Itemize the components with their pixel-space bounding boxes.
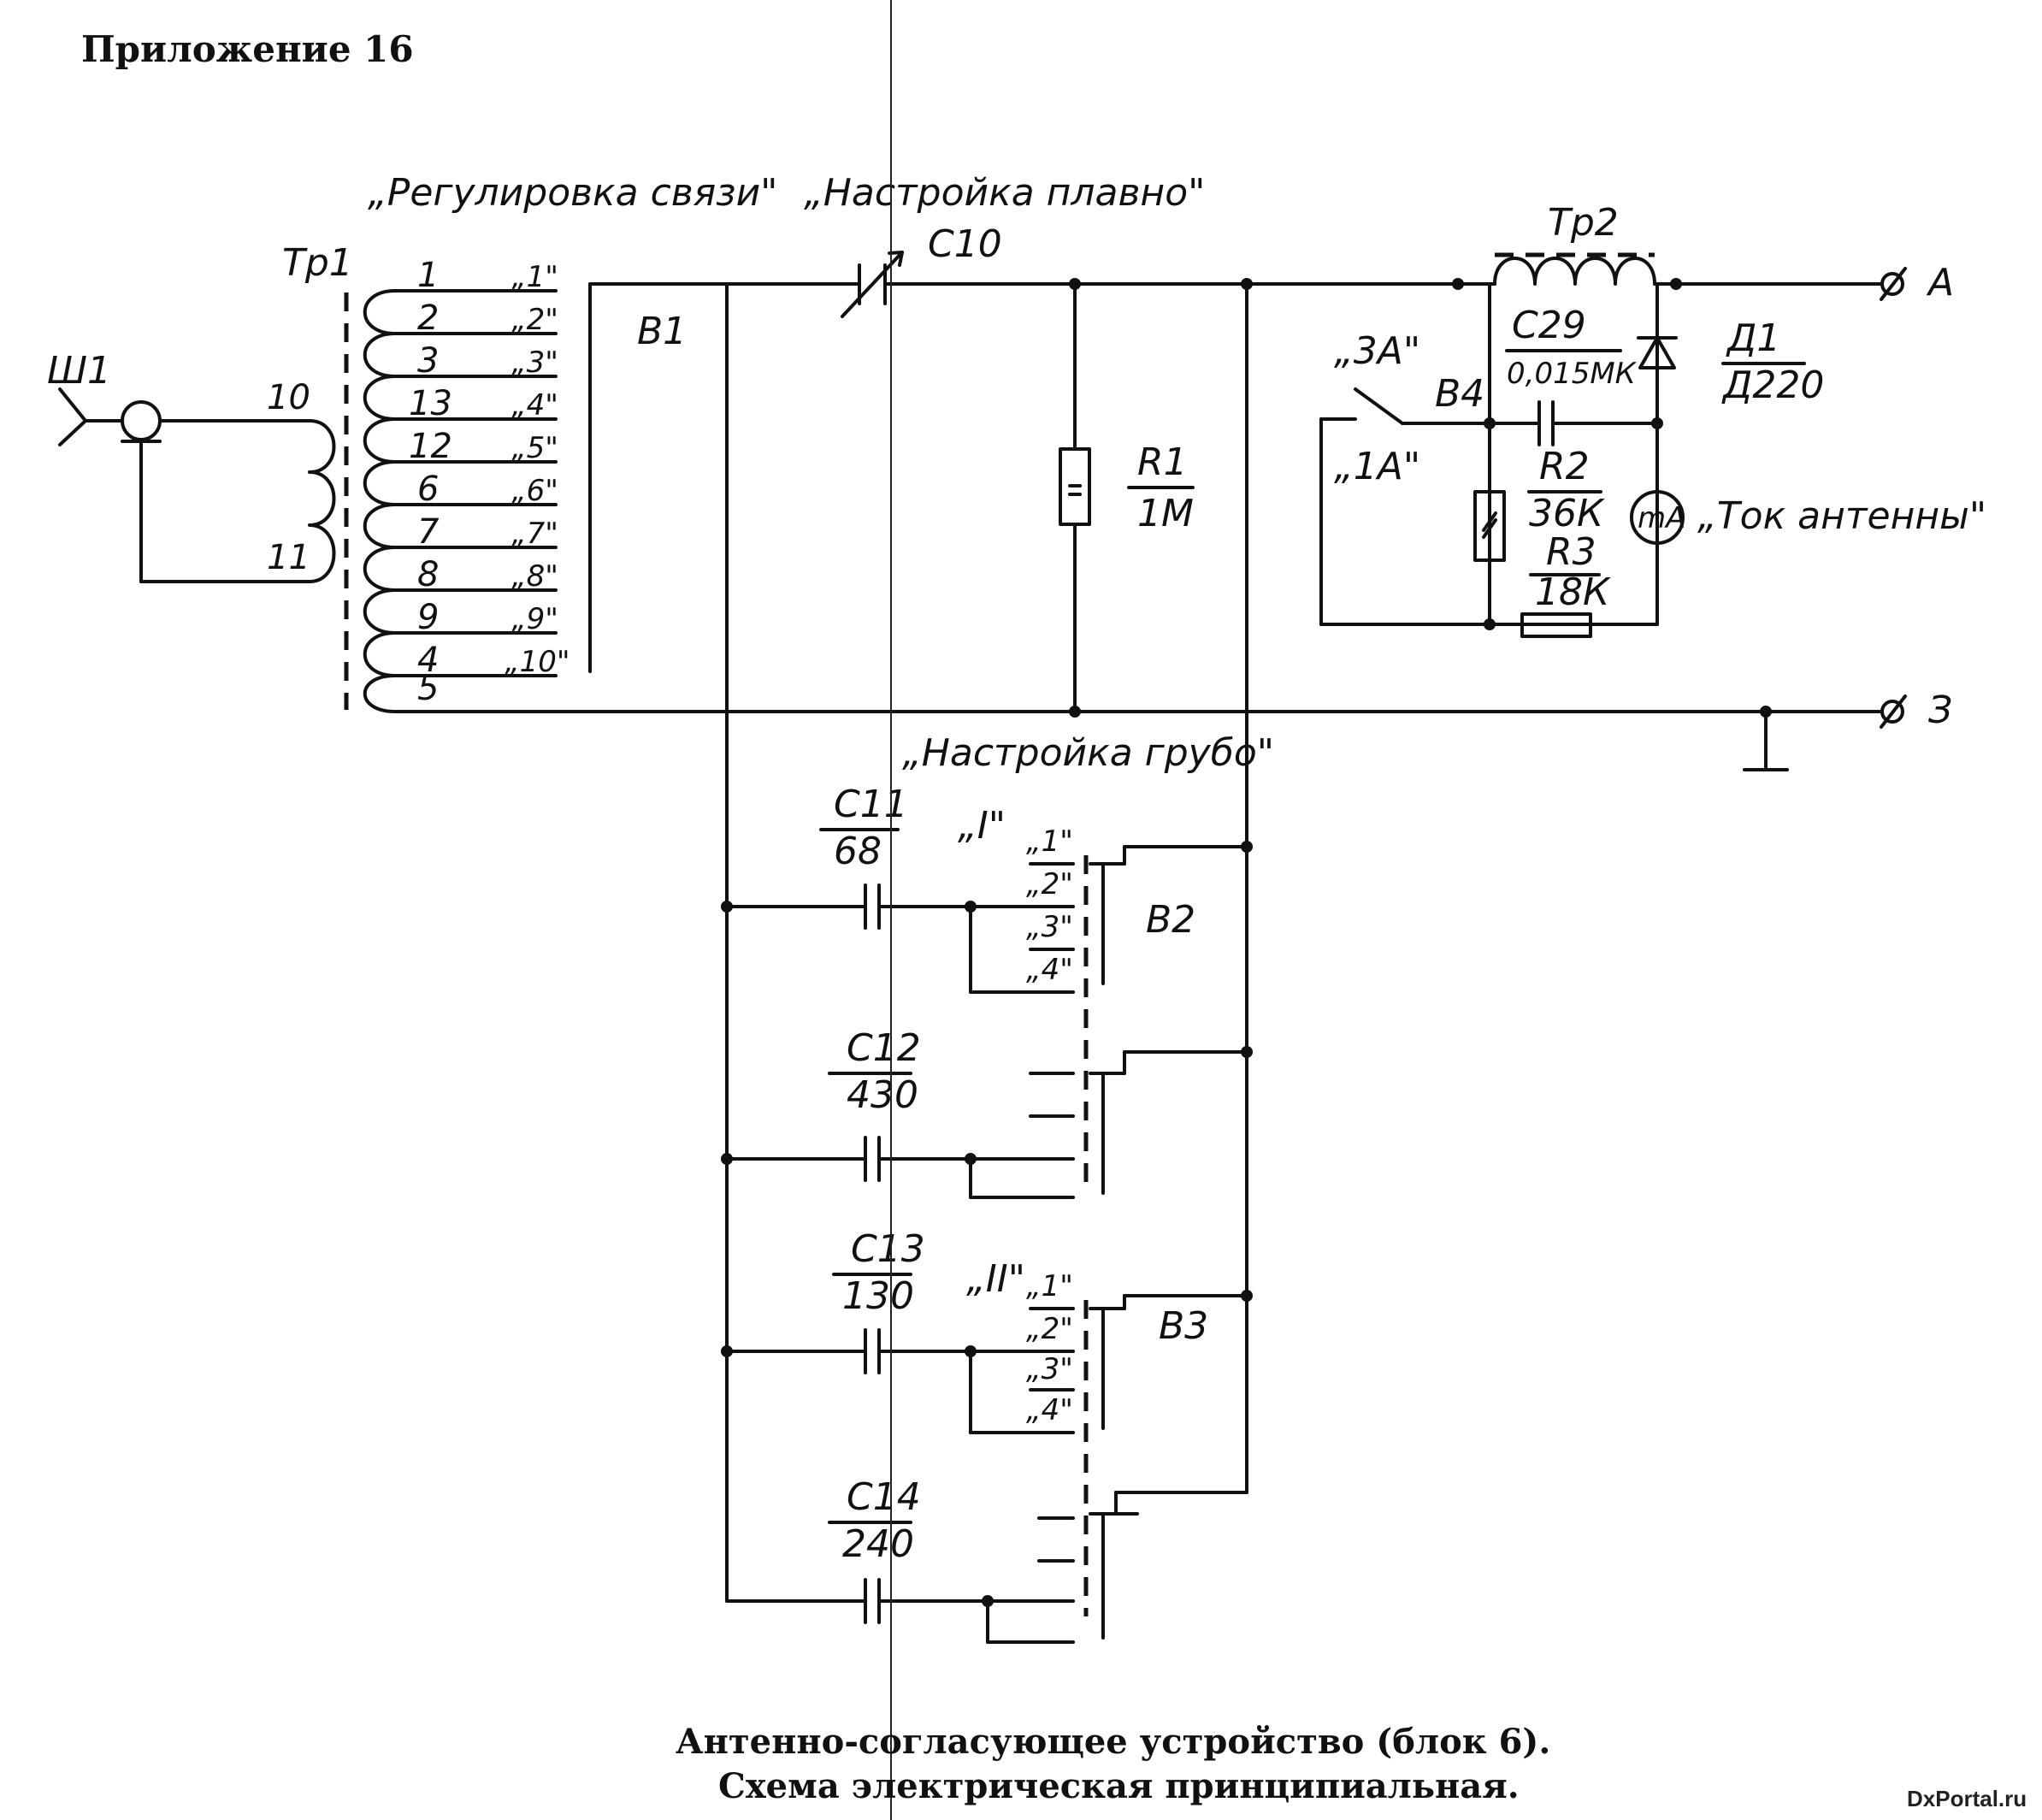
coupling-position: „1" — [511, 260, 558, 294]
r2-name: R2 — [1539, 445, 1590, 488]
coarse-tuning-label: „Настройка грубо" — [902, 731, 1274, 775]
b4-position-1a: „1А" — [1334, 445, 1420, 488]
coupling-position: „8" — [511, 559, 558, 594]
terminal-a: А — [1926, 261, 1954, 304]
b4-label: В4 — [1435, 372, 1484, 416]
b2-position: „1" — [1026, 824, 1073, 859]
switch-b4: В4 „3А" „1А" — [1319, 329, 1491, 626]
fine-tuning-label: „Настройка плавно" — [804, 171, 1205, 215]
capacitor-c13: С13 130 — [721, 1227, 977, 1374]
coupling-position: „9" — [511, 602, 558, 636]
group-label-2: „II" — [966, 1257, 1025, 1301]
capacitor-c12: С12 430 — [721, 1026, 1253, 1199]
winding-tap: 13 — [409, 384, 452, 423]
switch-b3: „II" „1" „2" „3" „4" В3 — [966, 1257, 1253, 1616]
coupling-position: „7" — [511, 517, 558, 551]
input-connector-sh1: Ш1 — [47, 349, 311, 583]
coupling-position: „10" — [505, 645, 570, 679]
tr2-winding: Тр2 — [1452, 201, 1682, 290]
c10-label: С10 — [928, 222, 1002, 266]
c13-name: С13 — [851, 1227, 925, 1271]
b2-position: „4" — [1026, 953, 1073, 987]
caption-line-1: Антенно-согласующее устройство (блок 6). — [676, 1722, 1550, 1762]
c13-value: 130 — [842, 1274, 914, 1318]
b3-position: „3" — [1026, 1352, 1073, 1386]
d1-name: Д1 — [1726, 316, 1780, 360]
meter-symbol: mA — [1638, 501, 1685, 535]
winding-tap: 9 — [417, 598, 439, 637]
b3-position: „1" — [1026, 1269, 1073, 1303]
winding-tap: 3 — [417, 341, 439, 381]
c14-value: 240 — [842, 1522, 914, 1566]
top-rail: А — [601, 261, 1954, 304]
appendix-title: Приложение 16 — [81, 28, 414, 70]
d1-value: Д220 — [1721, 363, 1824, 407]
sh1-label: Ш1 — [47, 349, 111, 393]
winding-tap: 6 — [417, 470, 439, 509]
capacitor-c14: С14 240 — [725, 1475, 1248, 1644]
coupling-position: „5" — [511, 431, 558, 465]
group-label-1: „I" — [958, 804, 1006, 848]
winding-tap: 2 — [417, 298, 439, 338]
c29-name: С29 — [1512, 304, 1586, 347]
b3-position: „4" — [1026, 1393, 1073, 1427]
coupling-position: „6" — [511, 474, 558, 508]
tr1-secondary-winding — [363, 289, 397, 713]
winding-tap: 4 — [417, 641, 439, 680]
b2-label: В2 — [1146, 898, 1195, 942]
winding-tap: 8 — [417, 555, 439, 594]
tap-11: 11 — [267, 538, 310, 577]
b2-position: „2" — [1026, 867, 1073, 901]
coupling-position: „4" — [511, 388, 558, 422]
winding-tap: 1 — [417, 256, 439, 295]
switch-b2: „I" „1" „2" „3" „4" В2 — [958, 804, 1253, 1189]
b3-label: В3 — [1159, 1304, 1208, 1348]
resistor-r1: R1 1М — [1059, 278, 1195, 718]
caption-line-2: Схема электрическая принципиальная. — [718, 1766, 1520, 1806]
tr2-label: Тр2 — [1548, 201, 1619, 245]
capacitor-c10: С10 — [841, 222, 1002, 318]
coupling-position: „3" — [511, 346, 558, 380]
meter-network: mA — [1473, 282, 1685, 638]
terminal-z: З — [1928, 688, 1952, 732]
c11-value: 68 — [834, 830, 882, 873]
capacitor-c11: С11 68 — [721, 783, 977, 930]
r2-value: 36К — [1529, 492, 1605, 535]
c29-value: 0,015МК — [1507, 357, 1638, 391]
b4-position-3a: „3А" — [1334, 329, 1420, 373]
c11-name: С11 — [834, 783, 908, 826]
coupling-label: „Регулировка связи" — [368, 171, 777, 215]
switch-b1: В1 — [588, 282, 687, 673]
antenna-current-label: „Ток антенны" — [1697, 494, 1986, 538]
winding-tap-numbers: 1 2 3 13 12 6 7 8 9 4 5 — [409, 256, 452, 708]
b1-label: В1 — [637, 310, 687, 353]
r3-value: 18К — [1535, 570, 1611, 614]
winding-tap: 7 — [417, 512, 440, 552]
c12-value: 430 — [847, 1073, 918, 1117]
meter-labels: С29 0,015МК Д1 Д220 R2 36К R3 18К „Ток а… — [1505, 304, 1986, 614]
winding-tap: 5 — [417, 669, 439, 708]
r1-name: R1 — [1137, 440, 1188, 484]
c12-name: С12 — [847, 1026, 921, 1070]
coupling-positions: „1" „2" „3" „4" „5" „6" „7" „8" „9" „10" — [505, 260, 570, 679]
c14-name: С14 — [847, 1475, 921, 1519]
r3-name: R3 — [1546, 530, 1596, 574]
tr1-label: Тр1 — [282, 241, 353, 285]
b3-position: „2" — [1026, 1312, 1073, 1346]
r1-value: 1М — [1137, 492, 1194, 535]
tr1-primary-winding: 10 11 — [267, 378, 336, 583]
watermark: DxPortal.ru — [1907, 1786, 2027, 1811]
winding-tap: 12 — [409, 427, 452, 466]
bottom-rail: З — [393, 688, 1952, 771]
coupling-position: „2" — [511, 303, 558, 337]
tap-leaders — [393, 289, 558, 677]
b2-position: „3" — [1026, 910, 1073, 944]
tap-10: 10 — [267, 378, 310, 417]
